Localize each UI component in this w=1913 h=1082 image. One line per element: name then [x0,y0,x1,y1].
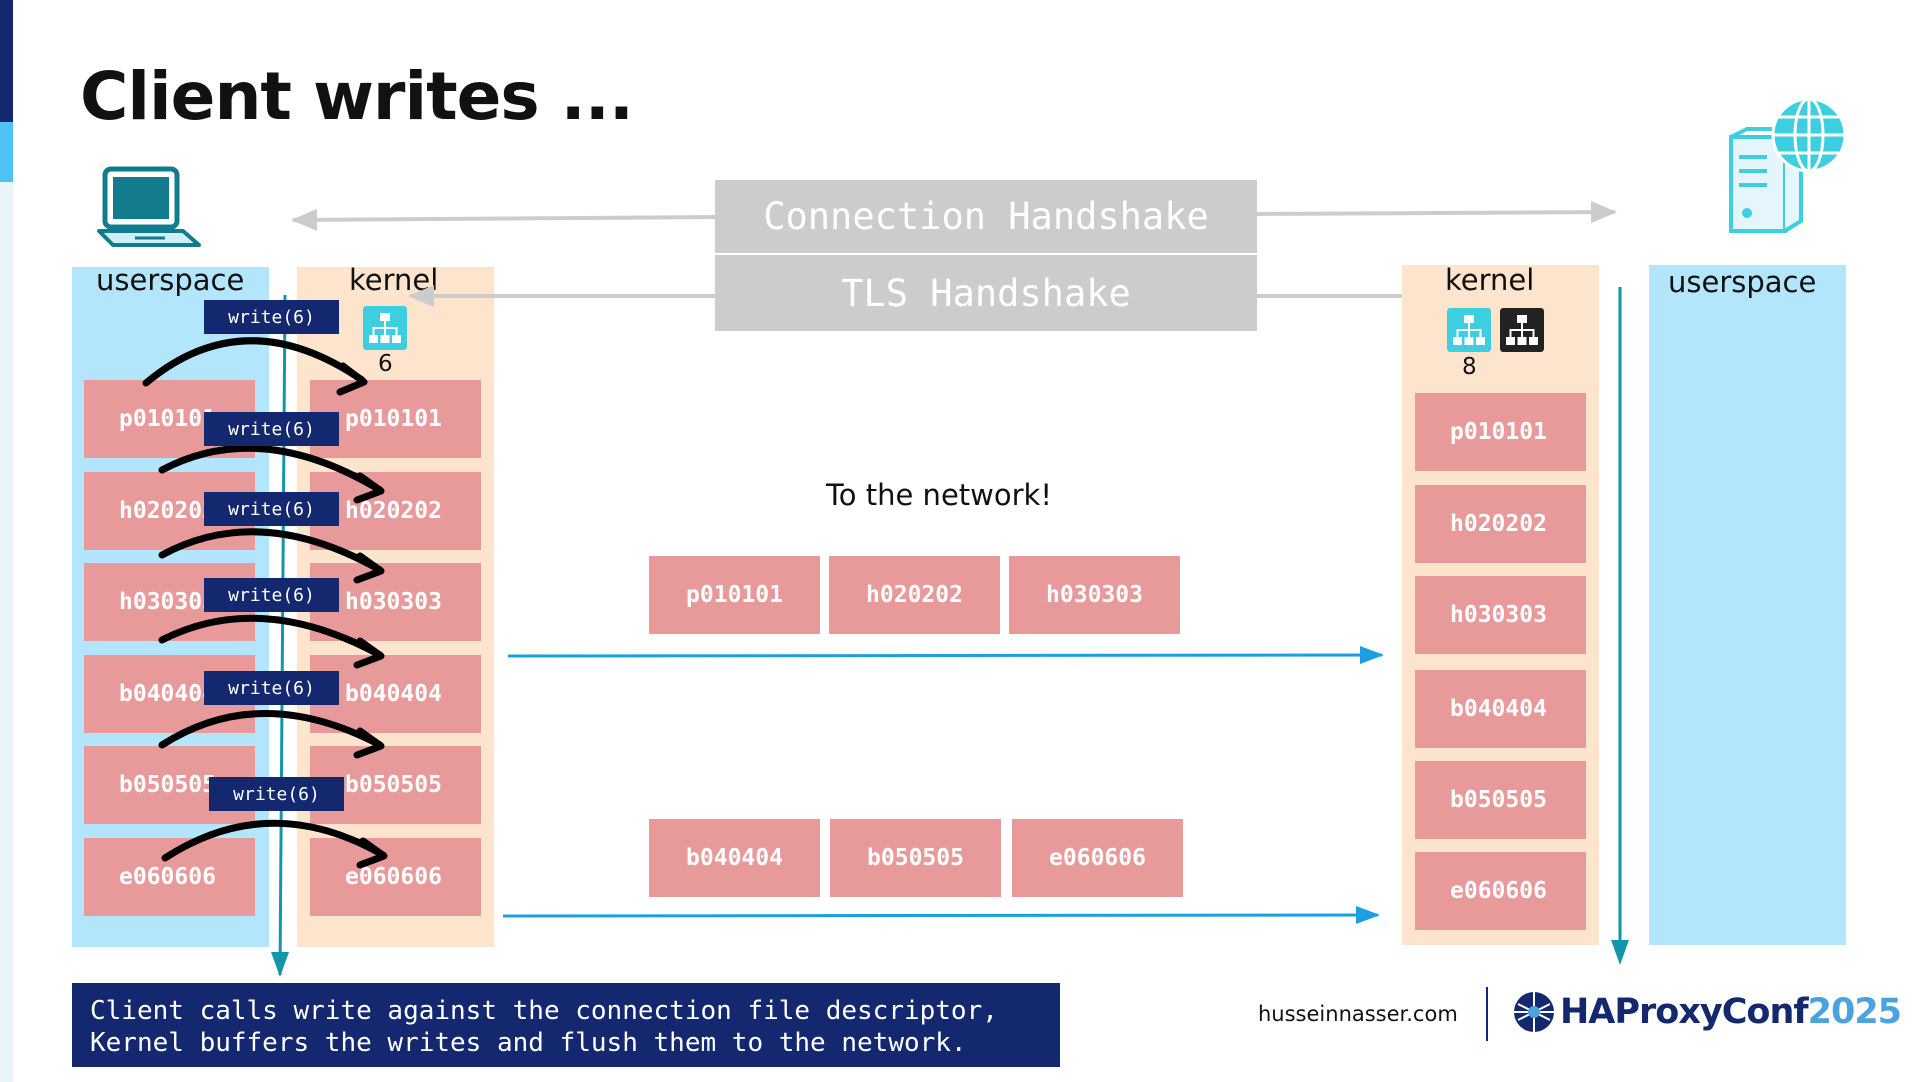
server-userspace-column [1649,265,1846,945]
brand-name: HAProxyConf [1560,992,1809,1032]
server-kernel-packet: e060606 [1415,852,1586,930]
server-kernel-packet: p010101 [1415,393,1586,471]
accent-bar-top [0,0,13,122]
client-kernel-packet: h030303 [310,563,481,641]
server-kernel-label: kernel [1445,263,1535,297]
brand-year: 2025 [1807,992,1902,1032]
network-label: To the network! [826,478,1052,512]
client-userspace-label: userspace [96,263,245,297]
slide-title: Client writes ... [80,58,634,135]
client-userspace-packet: e060606 [84,838,255,916]
network-packet: h020202 [829,556,1000,634]
network-packet: b050505 [830,819,1001,897]
network-hierarchy-icon [1447,308,1491,352]
footer-site: husseinnasser.com [1258,1002,1458,1026]
accent-bar-bottom [0,182,13,1082]
network-packet: p010101 [649,556,820,634]
network-packet: e060606 [1012,819,1183,897]
caption-line-1: Client calls write against the connectio… [90,996,998,1026]
write-call-tag: write(6) [204,671,339,705]
server-userspace-label: userspace [1668,265,1817,299]
brand-logo: HAProxyConf 2025 [1512,990,1902,1034]
server-fd-number: 8 [1462,354,1477,380]
write-call-tag: write(6) [209,777,344,811]
write-call-tag: write(6) [204,412,339,446]
client-kernel-packet: e060606 [310,838,481,916]
client-kernel-packet: h020202 [310,472,481,550]
write-call-tag: write(6) [204,300,339,334]
server-kernel-packet: b050505 [1415,761,1586,839]
tls-handshake: TLS Handshake [715,255,1257,331]
footer-divider [1486,987,1488,1041]
accent-bar-mid [0,122,13,182]
server-kernel-packet: h020202 [1415,485,1586,563]
network-hierarchy-icon [363,306,407,350]
server-globe-icon [1729,97,1847,233]
server-kernel-packet: h030303 [1415,576,1586,654]
caption-box: Client calls write against the connectio… [72,983,1060,1067]
network-hierarchy-dark-icon [1500,308,1544,352]
haproxy-logo-icon [1514,992,1554,1032]
connection-handshake: Connection Handshake [715,180,1257,253]
network-packet: b040404 [649,819,820,897]
network-packet: h030303 [1009,556,1180,634]
caption-line-2: Kernel buffers the writes and flush them… [90,1028,967,1058]
write-call-tag: write(6) [204,578,339,612]
laptop-icon [97,166,201,247]
server-kernel-packet: b040404 [1415,670,1586,748]
write-call-tag: write(6) [204,492,339,526]
client-fd-number: 6 [378,351,393,377]
